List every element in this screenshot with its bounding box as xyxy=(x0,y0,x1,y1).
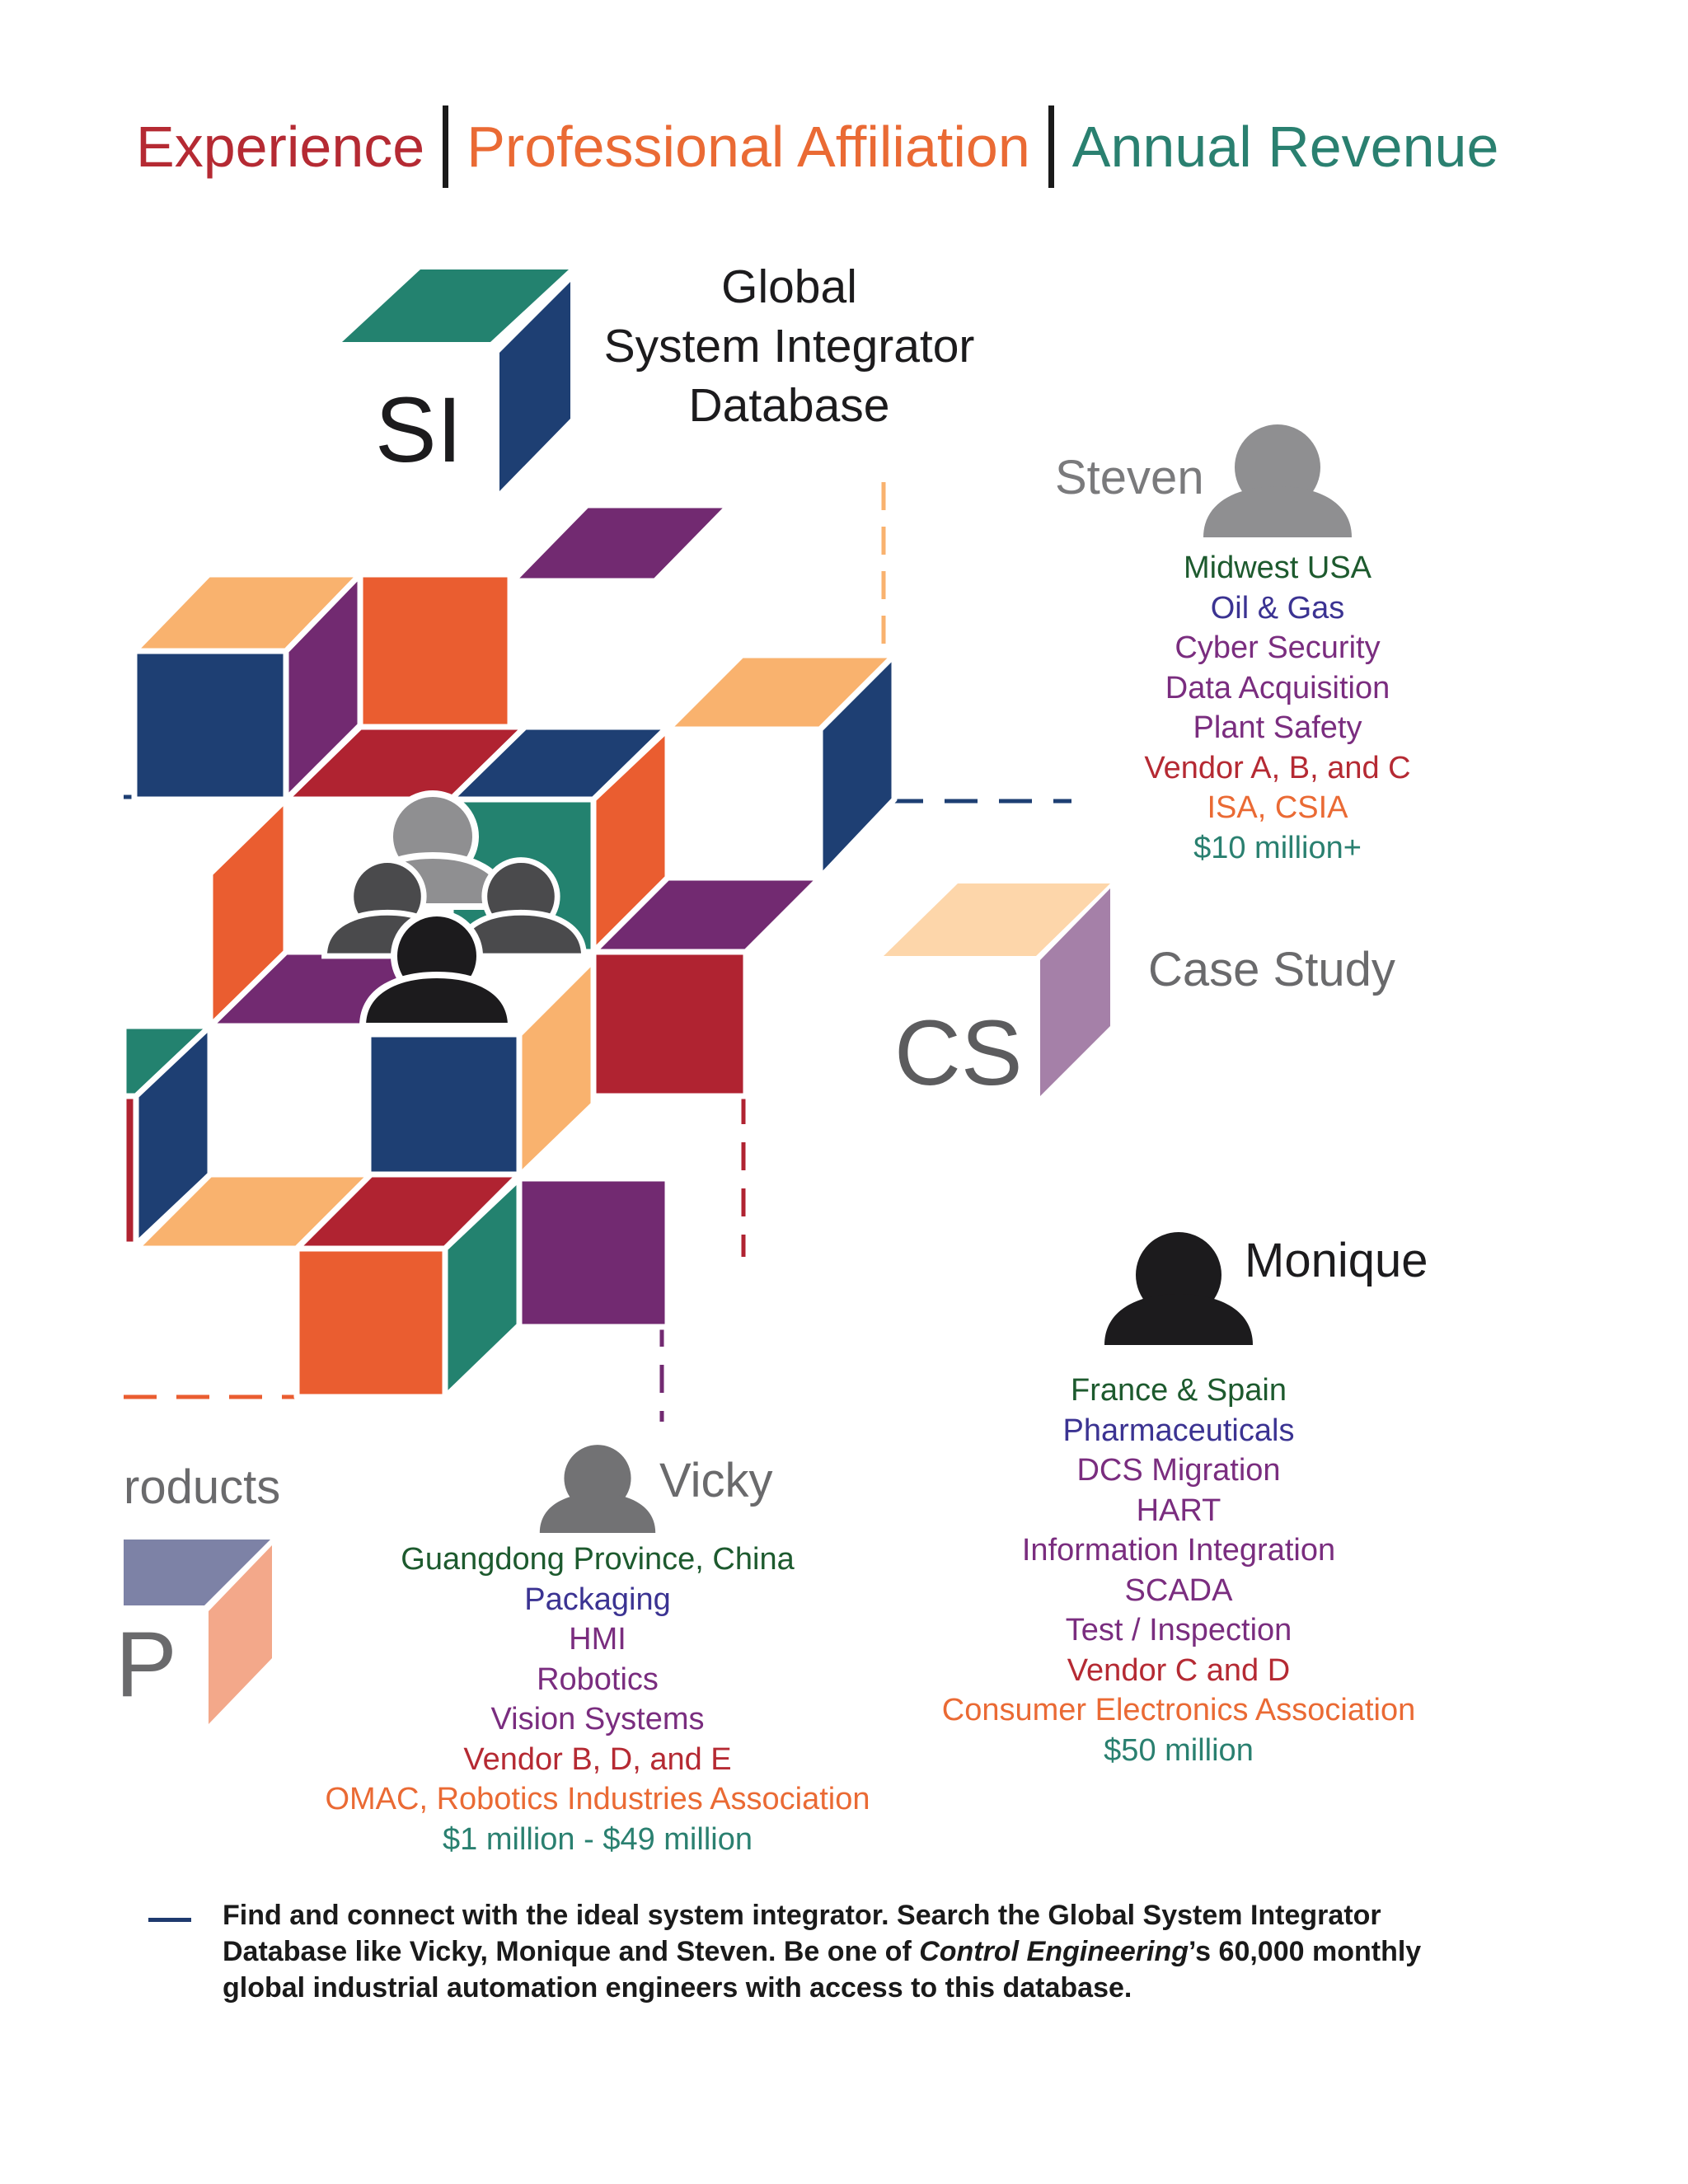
monique-service-3: Information Integration xyxy=(1021,1533,1336,1568)
products-cube xyxy=(124,1540,272,1724)
vicky-service-2: Robotics xyxy=(537,1661,659,1697)
monique-profile: France & Spain Pharmaceuticals DCS Migra… xyxy=(907,1371,1451,1770)
monique-name: Monique xyxy=(1245,1234,1428,1287)
monique-service-5: Test / Inspection xyxy=(1065,1613,1292,1647)
legend-experience: Experience xyxy=(136,115,425,179)
database-title-line2: System Integrator xyxy=(603,320,975,373)
si-cube xyxy=(342,269,570,491)
monique-service-4: SCADA xyxy=(1124,1572,1233,1608)
vicky-name: Vicky xyxy=(659,1454,773,1507)
cs-cube xyxy=(884,883,1110,1096)
vicky-service-3: Vision Systems xyxy=(490,1702,705,1736)
vicky-vendors: Vendor B, D, and E xyxy=(463,1741,732,1777)
steven-revenue: $10 million+ xyxy=(1193,830,1362,865)
steven-profile: Midwest USA Oil & Gas Cyber Security Dat… xyxy=(1113,548,1442,868)
database-title-line3: Database xyxy=(688,379,890,432)
monique-avatar-icon xyxy=(1104,1232,1253,1345)
si-letters: SI xyxy=(375,378,462,481)
vicky-profile: Guangdong Province, China Packaging HMI … xyxy=(297,1540,898,1859)
steven-service-3: Plant Safety xyxy=(1193,710,1362,745)
case-study-label: Case Study xyxy=(1148,943,1395,996)
legend: Experience Professional Affiliation Annual… xyxy=(136,105,1498,188)
vicky-industry: Packaging xyxy=(524,1582,671,1617)
steven-avatar-icon xyxy=(1203,424,1352,537)
steven-service-2: Data Acquisition xyxy=(1165,670,1390,705)
monique-service-2: HART xyxy=(1136,1493,1221,1528)
steven-industry: Oil & Gas xyxy=(1210,590,1345,626)
legend-professional-affiliation: Professional Affiliation xyxy=(467,115,1030,179)
monique-region: France & Spain xyxy=(1071,1373,1287,1408)
footer-text-part1: Find and connect with the ideal system i… xyxy=(223,1900,1381,1967)
monique-associations: Consumer Electronics Association xyxy=(941,1693,1416,1727)
database-title-line1: Global xyxy=(721,260,857,313)
vicky-avatar-icon xyxy=(539,1445,656,1533)
cube-stack xyxy=(120,502,898,1400)
vicky-region: Guangdong Province, China xyxy=(401,1542,795,1577)
vicky-associations: OMAC, Robotics Industries Association xyxy=(325,1782,870,1816)
monique-revenue: $50 million xyxy=(1104,1732,1254,1768)
footer-rule xyxy=(148,1918,191,1922)
legend-divider xyxy=(1048,105,1054,188)
footer-text: Find and connect with the ideal system i… xyxy=(223,1897,1508,2006)
footer-text-part2: ’s 60,000 monthly global industrial auto… xyxy=(223,1936,1422,2004)
products-label: roducts xyxy=(124,1460,281,1514)
monique-industry: Pharmaceuticals xyxy=(1062,1413,1295,1448)
products-letter: P xyxy=(115,1613,177,1716)
steven-region: Midwest USA xyxy=(1183,551,1372,585)
footer-publication-name: Control Engineering xyxy=(919,1936,1189,1967)
steven-vendors: Vendor A, B, and C xyxy=(1144,750,1411,785)
database-title: Global System Integrator Database xyxy=(560,257,1018,435)
legend-annual-revenue: Annual Revenue xyxy=(1071,115,1499,179)
cs-letters: CS xyxy=(894,1001,1023,1104)
monique-vendors: Vendor C and D xyxy=(1067,1652,1291,1688)
legend-divider xyxy=(443,105,449,188)
steven-service-1: Cyber Security xyxy=(1175,630,1381,665)
vicky-revenue: $1 million - $49 million xyxy=(443,1821,753,1857)
monique-service-1: DCS Migration xyxy=(1076,1453,1281,1488)
steven-name: Steven xyxy=(1055,451,1204,504)
steven-associations: ISA, CSIA xyxy=(1207,790,1348,825)
vicky-service-1: HMI xyxy=(569,1622,626,1657)
